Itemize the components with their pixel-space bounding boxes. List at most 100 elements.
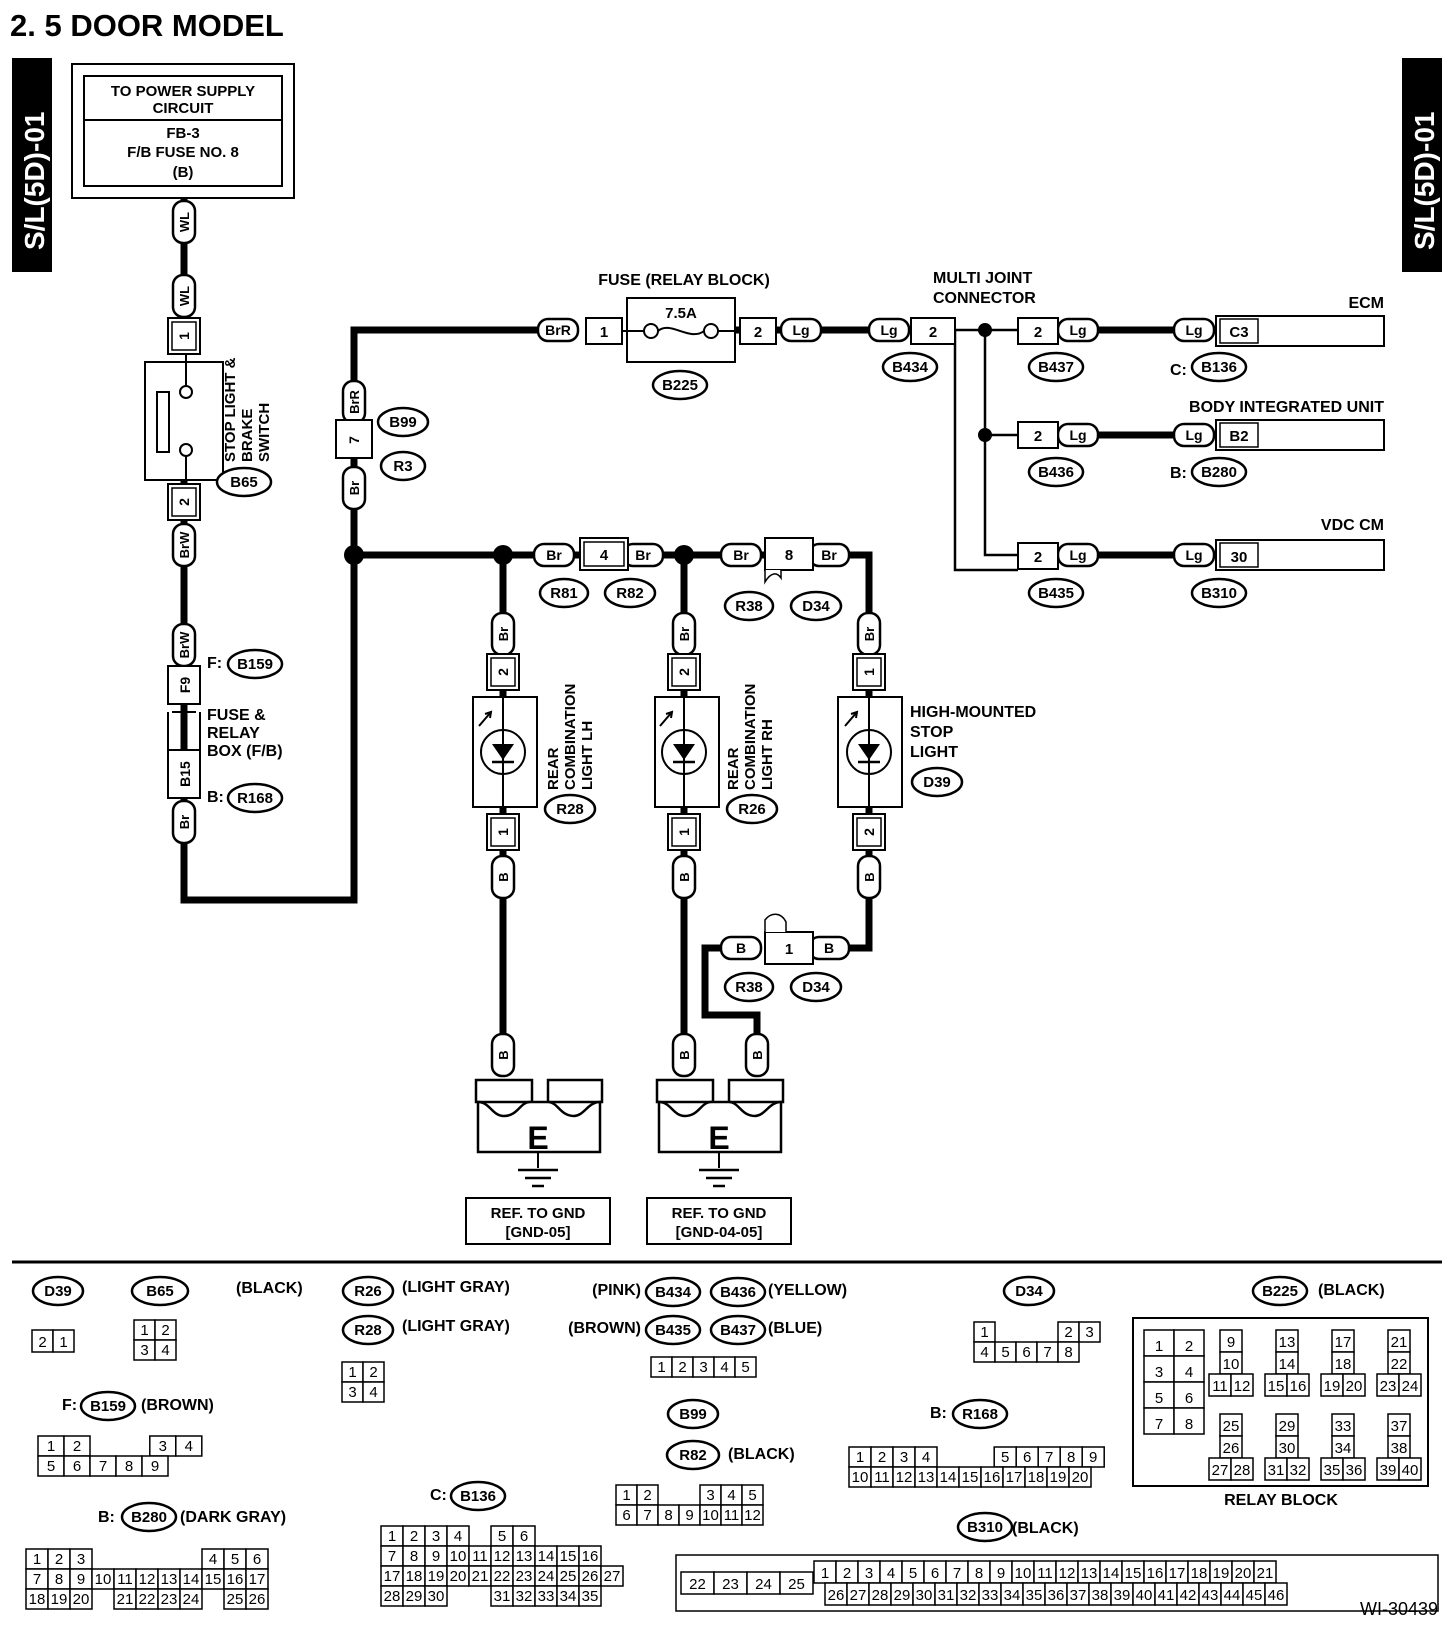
pin-number: 2 xyxy=(55,1551,63,1568)
connector-oval-b437-text: B437 xyxy=(1038,359,1074,376)
pin-number: 12 xyxy=(1059,1565,1076,1582)
pin-number: 17 xyxy=(1335,1334,1352,1351)
wire-color-tag xyxy=(856,854,882,900)
wire-color-tag-text: B xyxy=(496,872,511,881)
pin-number: 1 xyxy=(856,1449,864,1466)
svg-text:VDC CM: VDC CM xyxy=(1321,517,1384,534)
legend-oval-b310 xyxy=(956,1511,1014,1543)
pin-number: 5 xyxy=(47,1458,55,1475)
connector-oval-b436 xyxy=(1027,456,1085,488)
connector-oval-b280 xyxy=(1190,456,1248,488)
pin-number: 14 xyxy=(1279,1356,1296,1373)
pin-number: 1 xyxy=(59,1334,67,1351)
legend-oval-b99 xyxy=(666,1398,720,1430)
pin-number: 7 xyxy=(1043,1344,1051,1361)
legend-b310-frame xyxy=(675,1554,1439,1612)
pin-number: 4 xyxy=(369,1384,377,1401)
pin-number: 12 xyxy=(494,1548,511,1565)
pin-number: 2 xyxy=(369,1364,377,1381)
pin-number: 5 xyxy=(909,1565,917,1582)
pin-number: 14 xyxy=(940,1469,957,1486)
svg-text:(BLACK): (BLACK) xyxy=(728,1446,795,1463)
lamp-pin-top: 1 xyxy=(861,668,877,676)
pin-number: 23 xyxy=(516,1568,533,1585)
svg-text:(BLACK): (BLACK) xyxy=(1012,1520,1079,1537)
pin-number: 10 xyxy=(852,1469,869,1486)
wire-color-tag-text: WL xyxy=(177,286,192,306)
pin-number: 25 xyxy=(227,1591,244,1608)
wire-color-tag-text: Br xyxy=(821,547,837,563)
pin-number: 26 xyxy=(582,1568,599,1585)
pin-number: 3 xyxy=(900,1449,908,1466)
pin-number: 4 xyxy=(1185,1364,1193,1381)
pin-number: 7 xyxy=(1045,1449,1053,1466)
wire-color-tag xyxy=(719,935,763,961)
pin-number: 1 xyxy=(622,1487,630,1504)
pin-number: 16 xyxy=(227,1571,244,1588)
pin-number: 33 xyxy=(538,1588,555,1605)
pin-number: 36 xyxy=(1048,1587,1065,1604)
connector-oval-r81-text: R81 xyxy=(550,585,578,602)
wire-color-tag-text: Lg xyxy=(1069,547,1086,563)
wire-color-tag xyxy=(341,465,367,511)
legend-oval-d34-text: D34 xyxy=(1015,1283,1043,1300)
multi-joint-connector: MULTI JOINT CONNECTOR 2 2 2 2 xyxy=(910,270,1059,570)
legend-oval-b65-text: B65 xyxy=(146,1283,174,1300)
pin-number: 9 xyxy=(685,1507,693,1524)
svg-text:B:: B: xyxy=(207,789,224,806)
pin-number: 30 xyxy=(428,1588,445,1605)
pin-number: 11 xyxy=(117,1571,133,1588)
pin-number: 25 xyxy=(1223,1418,1240,1435)
pin-number: 28 xyxy=(872,1587,889,1604)
svg-text:F:: F: xyxy=(62,1397,77,1414)
pin-number: 1 xyxy=(140,1322,148,1339)
svg-text:2: 2 xyxy=(1034,549,1042,566)
pin-number: 9 xyxy=(997,1565,1005,1582)
pin-number: 43 xyxy=(1202,1587,1219,1604)
page-title: 2. 5 DOOR MODEL xyxy=(10,8,284,43)
svg-text:1: 1 xyxy=(176,332,192,340)
svg-text:2: 2 xyxy=(1034,324,1042,341)
connector-oval-b225 xyxy=(651,369,709,401)
ground-ref: [GND-05] xyxy=(505,1224,570,1241)
pin-number: 7 xyxy=(1155,1416,1163,1433)
svg-text:7.5A: 7.5A xyxy=(665,305,697,322)
pin-number: 34 xyxy=(1004,1587,1021,1604)
connector-oval-b435-text: B435 xyxy=(1038,585,1074,602)
pin-number: 19 xyxy=(428,1568,445,1585)
connector-oval-b280-text: B280 xyxy=(1201,464,1237,481)
svg-text:(LIGHT GRAY): (LIGHT GRAY) xyxy=(402,1279,510,1296)
connector-oval-r168 xyxy=(226,782,284,814)
connector-oval-r26-text: R26 xyxy=(738,801,766,818)
ground-ref: [GND-04-05] xyxy=(676,1224,763,1241)
wire-color-tag xyxy=(171,522,197,568)
lamp-label: LIGHT xyxy=(910,744,958,761)
pin-number: 22 xyxy=(1391,1356,1408,1373)
pin-number: 23 xyxy=(722,1576,739,1593)
pin-number: 1 xyxy=(821,1565,829,1582)
wire-color-tag-text: Lg xyxy=(1185,427,1202,443)
svg-text:F/B FUSE NO. 8: F/B FUSE NO. 8 xyxy=(127,144,239,161)
svg-text:(BLACK): (BLACK) xyxy=(1318,1282,1385,1299)
pin-number: 40 xyxy=(1402,1462,1419,1479)
pin-number: 41 xyxy=(1158,1587,1175,1604)
connector-oval-r82-text: R82 xyxy=(616,585,644,602)
svg-text:8: 8 xyxy=(785,547,793,564)
wire-color-tag-text: BrR xyxy=(545,322,571,338)
pin-number: 4 xyxy=(454,1528,462,1545)
wire-color-tag-text: Lg xyxy=(880,322,897,338)
pin-number: 5 xyxy=(1155,1390,1163,1407)
pin-number: 1 xyxy=(1155,1338,1163,1355)
wire-color-tag xyxy=(490,854,516,900)
svg-text:BODY INTEGRATED UNIT: BODY INTEGRATED UNIT xyxy=(1189,399,1384,416)
